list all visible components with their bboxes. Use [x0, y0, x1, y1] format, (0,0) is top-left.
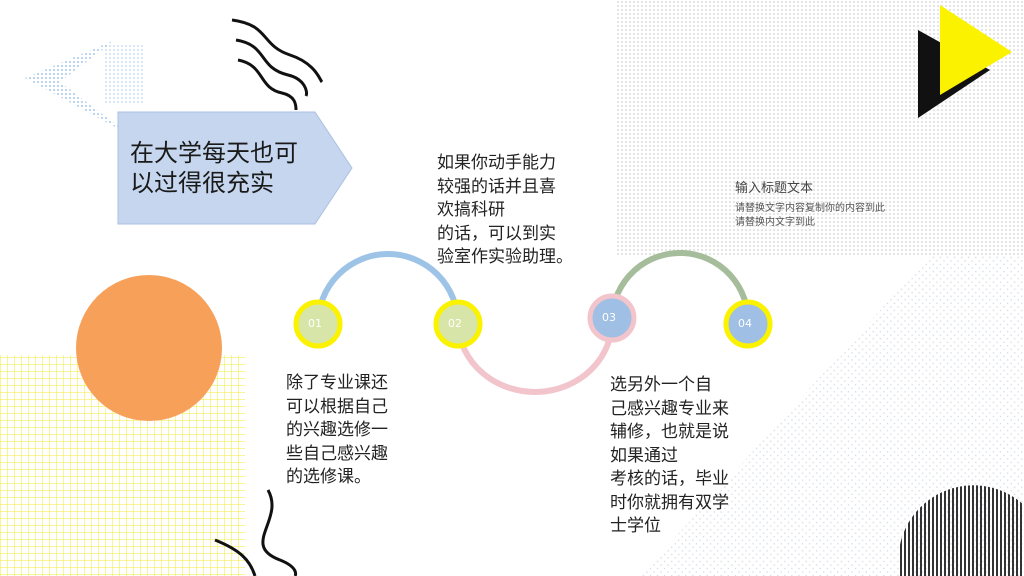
wave-line-2	[235, 38, 308, 97]
blue-chevron	[25, 40, 130, 135]
step-dot-04	[723, 299, 773, 349]
step-text-02: 如果你动手能力 较强的话并且喜 欢搞科研 的话，可以到实 验室作实验助理。	[437, 153, 573, 267]
step-dot-03	[587, 293, 637, 343]
slide-title: 在大学每天也可 以过得很充实	[130, 139, 298, 197]
step-number-03: 03	[602, 311, 616, 324]
arc-green	[609, 250, 752, 325]
step-dot-01	[293, 299, 343, 349]
step-number-01: 01	[308, 317, 322, 330]
side-title: 输入标题文本	[735, 181, 814, 196]
arc-blue	[315, 251, 461, 325]
step-dot-02	[433, 299, 483, 349]
wave-line-bottom	[261, 489, 298, 576]
wave-line-3	[237, 58, 298, 111]
side-body: 请替换文字内容复制你的内容到此 请替换内文字到此	[735, 203, 885, 228]
step-number-04: 04	[738, 317, 752, 330]
blue-dot-patch	[105, 45, 145, 105]
title-arrow-box	[117, 111, 353, 225]
step-text-03: 选另外一个自 己感兴趣专业来 辅修，也就是说 如果通过 考核的话，毕业 时你就拥…	[610, 375, 729, 536]
orange-circle	[76, 275, 222, 421]
wave-line-1	[231, 18, 324, 84]
striped-circle	[898, 485, 1024, 576]
step-text-01: 除了专业课还 可以根据自己 的兴趣选修一 些自己感兴趣 的选修课。	[286, 373, 388, 487]
wave-line-bottom-2	[214, 538, 257, 576]
arc-pink	[455, 317, 616, 395]
diagonal-dot-band	[640, 255, 1024, 576]
step-number-02: 02	[448, 317, 462, 330]
yellow-triangle	[940, 5, 1012, 95]
